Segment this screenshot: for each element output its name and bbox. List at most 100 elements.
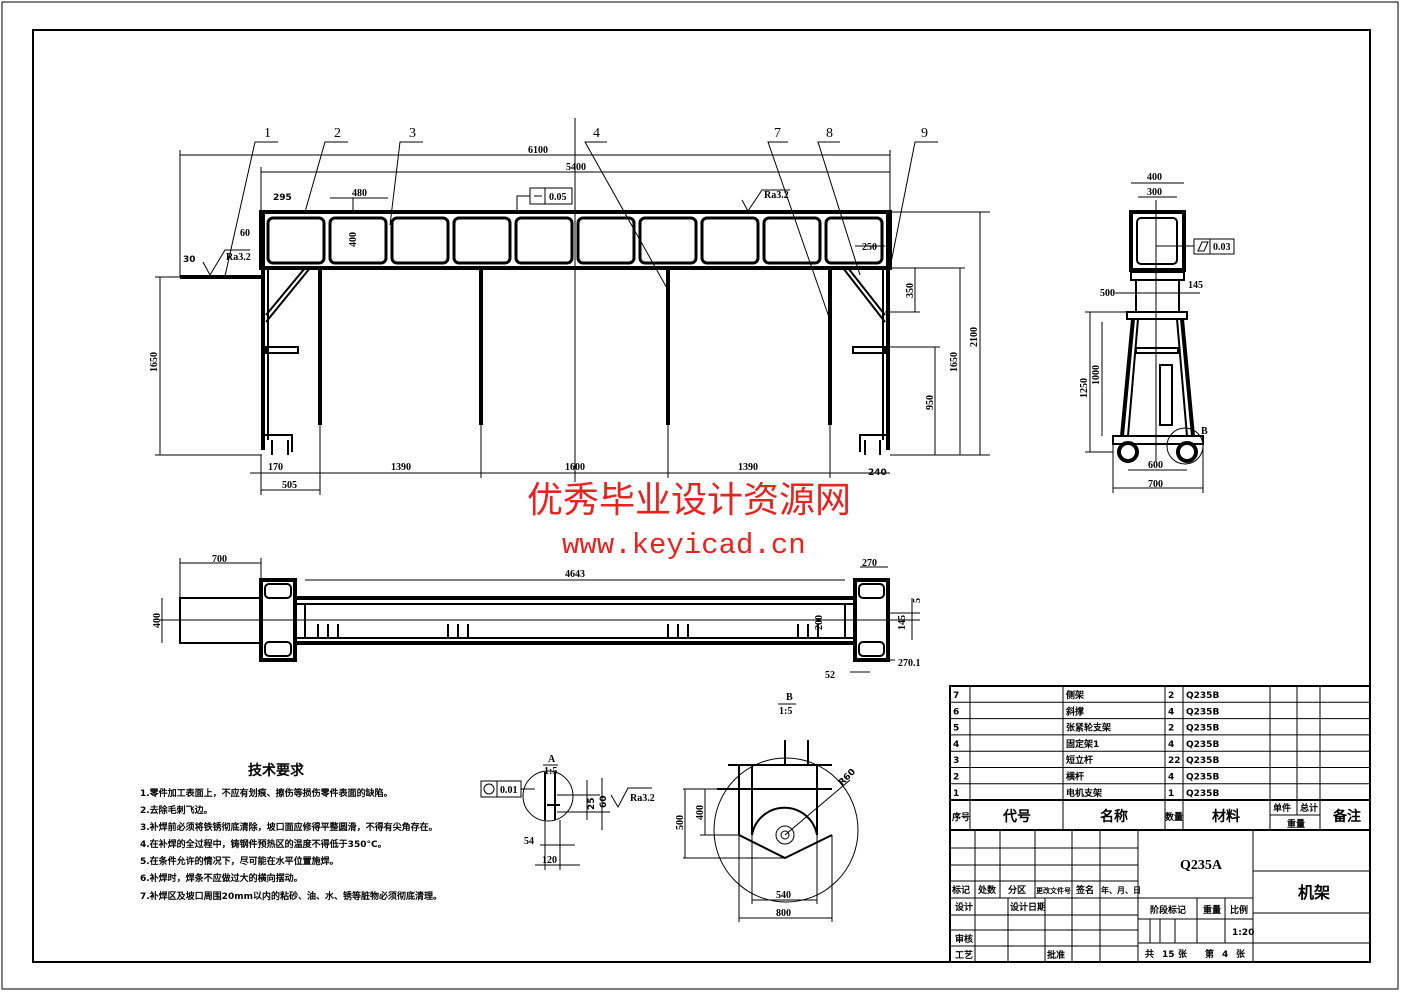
sheets-total: 15 <box>1162 950 1175 960</box>
beam-panel <box>762 216 822 265</box>
sheets-unit: 张 <box>1236 948 1246 960</box>
header-unit: 单件 <box>1273 802 1291 814</box>
beam-panel <box>824 216 884 265</box>
dim-5400: 5400 <box>566 162 586 173</box>
balloon-3: 3 <box>409 126 416 141</box>
tech-req-item: 7.补焊区及坡口周围20mm以内的粘砂、油、水、锈等脏物必须彻底清理。 <box>140 890 442 902</box>
parts-qty: 1 <box>1168 789 1174 799</box>
header-no: 序号 <box>952 811 970 823</box>
tech-req-item: 4.在补焊的全过程中，铸钢件预热区的温度不得低于350°C。 <box>140 838 387 850</box>
technical-requirements: 技术要求 1.零件加工表面上，不应有划痕、擦伤等损伤零件表面的缺陷。 2.去除毛… <box>140 762 442 902</box>
rev-header-count: 处数 <box>977 884 997 896</box>
dim-6100: 6100 <box>528 145 548 156</box>
dim-54: 54 <box>524 836 534 847</box>
dim-480: 480 <box>352 188 367 199</box>
dim-1650-left: 1650 <box>149 352 160 372</box>
parts-name: 斜撑 <box>1065 705 1084 717</box>
dim-2100: 2100 <box>969 327 980 347</box>
parts-row: 4 固定架1 4 Q235B <box>953 738 1219 750</box>
balloon-leaders <box>224 141 938 321</box>
front-dimension-text: 6100 5400 480 400 60 295 30 1650 170 505… <box>149 145 980 491</box>
header-weight: 重量 <box>1287 818 1305 830</box>
beam-panel <box>328 216 388 265</box>
dim-1390-a: 1390 <box>391 462 411 473</box>
parts-material: Q235B <box>1186 740 1219 750</box>
dim-1600: 1600 <box>565 462 585 473</box>
parts-row: 5 张紧轮支架 2 Q235B <box>953 722 1219 734</box>
detail-b-scale: 1:5 <box>779 706 792 717</box>
parts-name: 张紧轮支架 <box>1066 722 1111 734</box>
roundness-value: 0.01 <box>500 785 518 796</box>
sheet-no: 4 <box>1222 950 1228 960</box>
beam-panel <box>452 216 512 265</box>
dim-250: 250 <box>862 242 877 253</box>
header-remark: 备注 <box>1332 808 1361 825</box>
beam-panel <box>390 216 450 265</box>
detail-b-title: B <box>786 692 793 703</box>
parts-material: Q235B <box>1186 789 1219 799</box>
flatness-tolerance-frame: 0.05 <box>516 187 573 212</box>
front-dimension-lines <box>155 150 990 495</box>
tech-req-item: 1.零件加工表面上，不应有划痕、擦伤等损伤零件表面的缺陷。 <box>140 787 393 799</box>
dim-120: 120 <box>542 855 557 866</box>
roughness-symbol-top: Ra3.2 <box>741 189 790 212</box>
dim-295: 295 <box>273 193 292 203</box>
detail-a: A 1:5 25 60 54 120 0.01 Ra3.2 <box>480 754 655 870</box>
roundness-icon <box>483 783 495 795</box>
dim-200: 200 <box>814 615 825 630</box>
dim-700: 700 <box>212 554 227 565</box>
tech-req-item: 2.去除毛刺飞边。 <box>140 804 213 816</box>
balloon-4: 4 <box>593 126 600 141</box>
detail-a-label: A <box>548 754 556 765</box>
parts-qty: 2 <box>1168 724 1174 734</box>
parts-no: 5 <box>953 724 959 734</box>
parts-name: 固定架1 <box>1066 738 1099 750</box>
dim-1250: 1250 <box>1079 378 1090 398</box>
dim-60: 60 <box>599 795 609 808</box>
detail-b: B 1:5 R60 400 500 540 800 <box>675 692 859 922</box>
parts-qty: 4 <box>1168 773 1174 783</box>
dim-505: 505 <box>282 480 297 491</box>
part-balloons: 1 2 3 4 7 8 9 <box>264 126 928 141</box>
dim-1000: 1000 <box>1091 365 1102 385</box>
header-material: 材料 <box>1212 808 1240 825</box>
parts-name: 电机支架 <box>1066 787 1102 799</box>
dim-600: 600 <box>1148 460 1163 471</box>
dim-800: 800 <box>776 908 791 919</box>
parts-no: 1 <box>953 789 959 799</box>
parts-no: 4 <box>953 740 959 750</box>
dim-270-1: 270.1 <box>898 658 921 669</box>
parts-material: Q235B <box>1186 707 1219 717</box>
review-label: 审核 <box>955 933 973 945</box>
beam-panel <box>700 216 760 265</box>
header-total: 总计 <box>1300 802 1318 814</box>
roughness-text: Ra3.2 <box>630 793 655 804</box>
scale-value: 1:20 <box>1232 928 1254 938</box>
dim-4643: 4643 <box>565 569 585 580</box>
beam-panel <box>514 216 574 265</box>
roughness-text: Ra3.2 <box>764 190 789 201</box>
parts-no: 2 <box>953 773 959 783</box>
tech-req-item: 6.补焊时，焊条不应做过大的横向摆动。 <box>140 872 303 884</box>
dim-400: 400 <box>1147 172 1162 183</box>
parts-qty: 4 <box>1168 707 1174 717</box>
parts-material: Q235B <box>1186 691 1219 701</box>
parts-material: Q235B <box>1186 724 1219 734</box>
parts-no: 3 <box>953 756 959 766</box>
header-qty: 数量 <box>1165 811 1183 823</box>
top-dimension-text: 700 4643 270 400 5 145 200 52 270.1 <box>152 554 923 681</box>
design-date-label: 设计日期 <box>1010 901 1046 913</box>
drawing-frame <box>32 29 1371 963</box>
parts-row: 1 电机支架 1 Q235B <box>953 787 1219 799</box>
dim-400: 400 <box>152 613 163 628</box>
parts-qty: 22 <box>1168 756 1181 766</box>
balloon-2: 2 <box>334 126 341 141</box>
dim-950: 950 <box>925 395 936 410</box>
sheets-unit: 张 <box>1178 948 1188 960</box>
parts-qty: 4 <box>1168 740 1174 750</box>
watermark: 优秀毕业设计资源网 www.keyicad.cn <box>527 480 851 562</box>
